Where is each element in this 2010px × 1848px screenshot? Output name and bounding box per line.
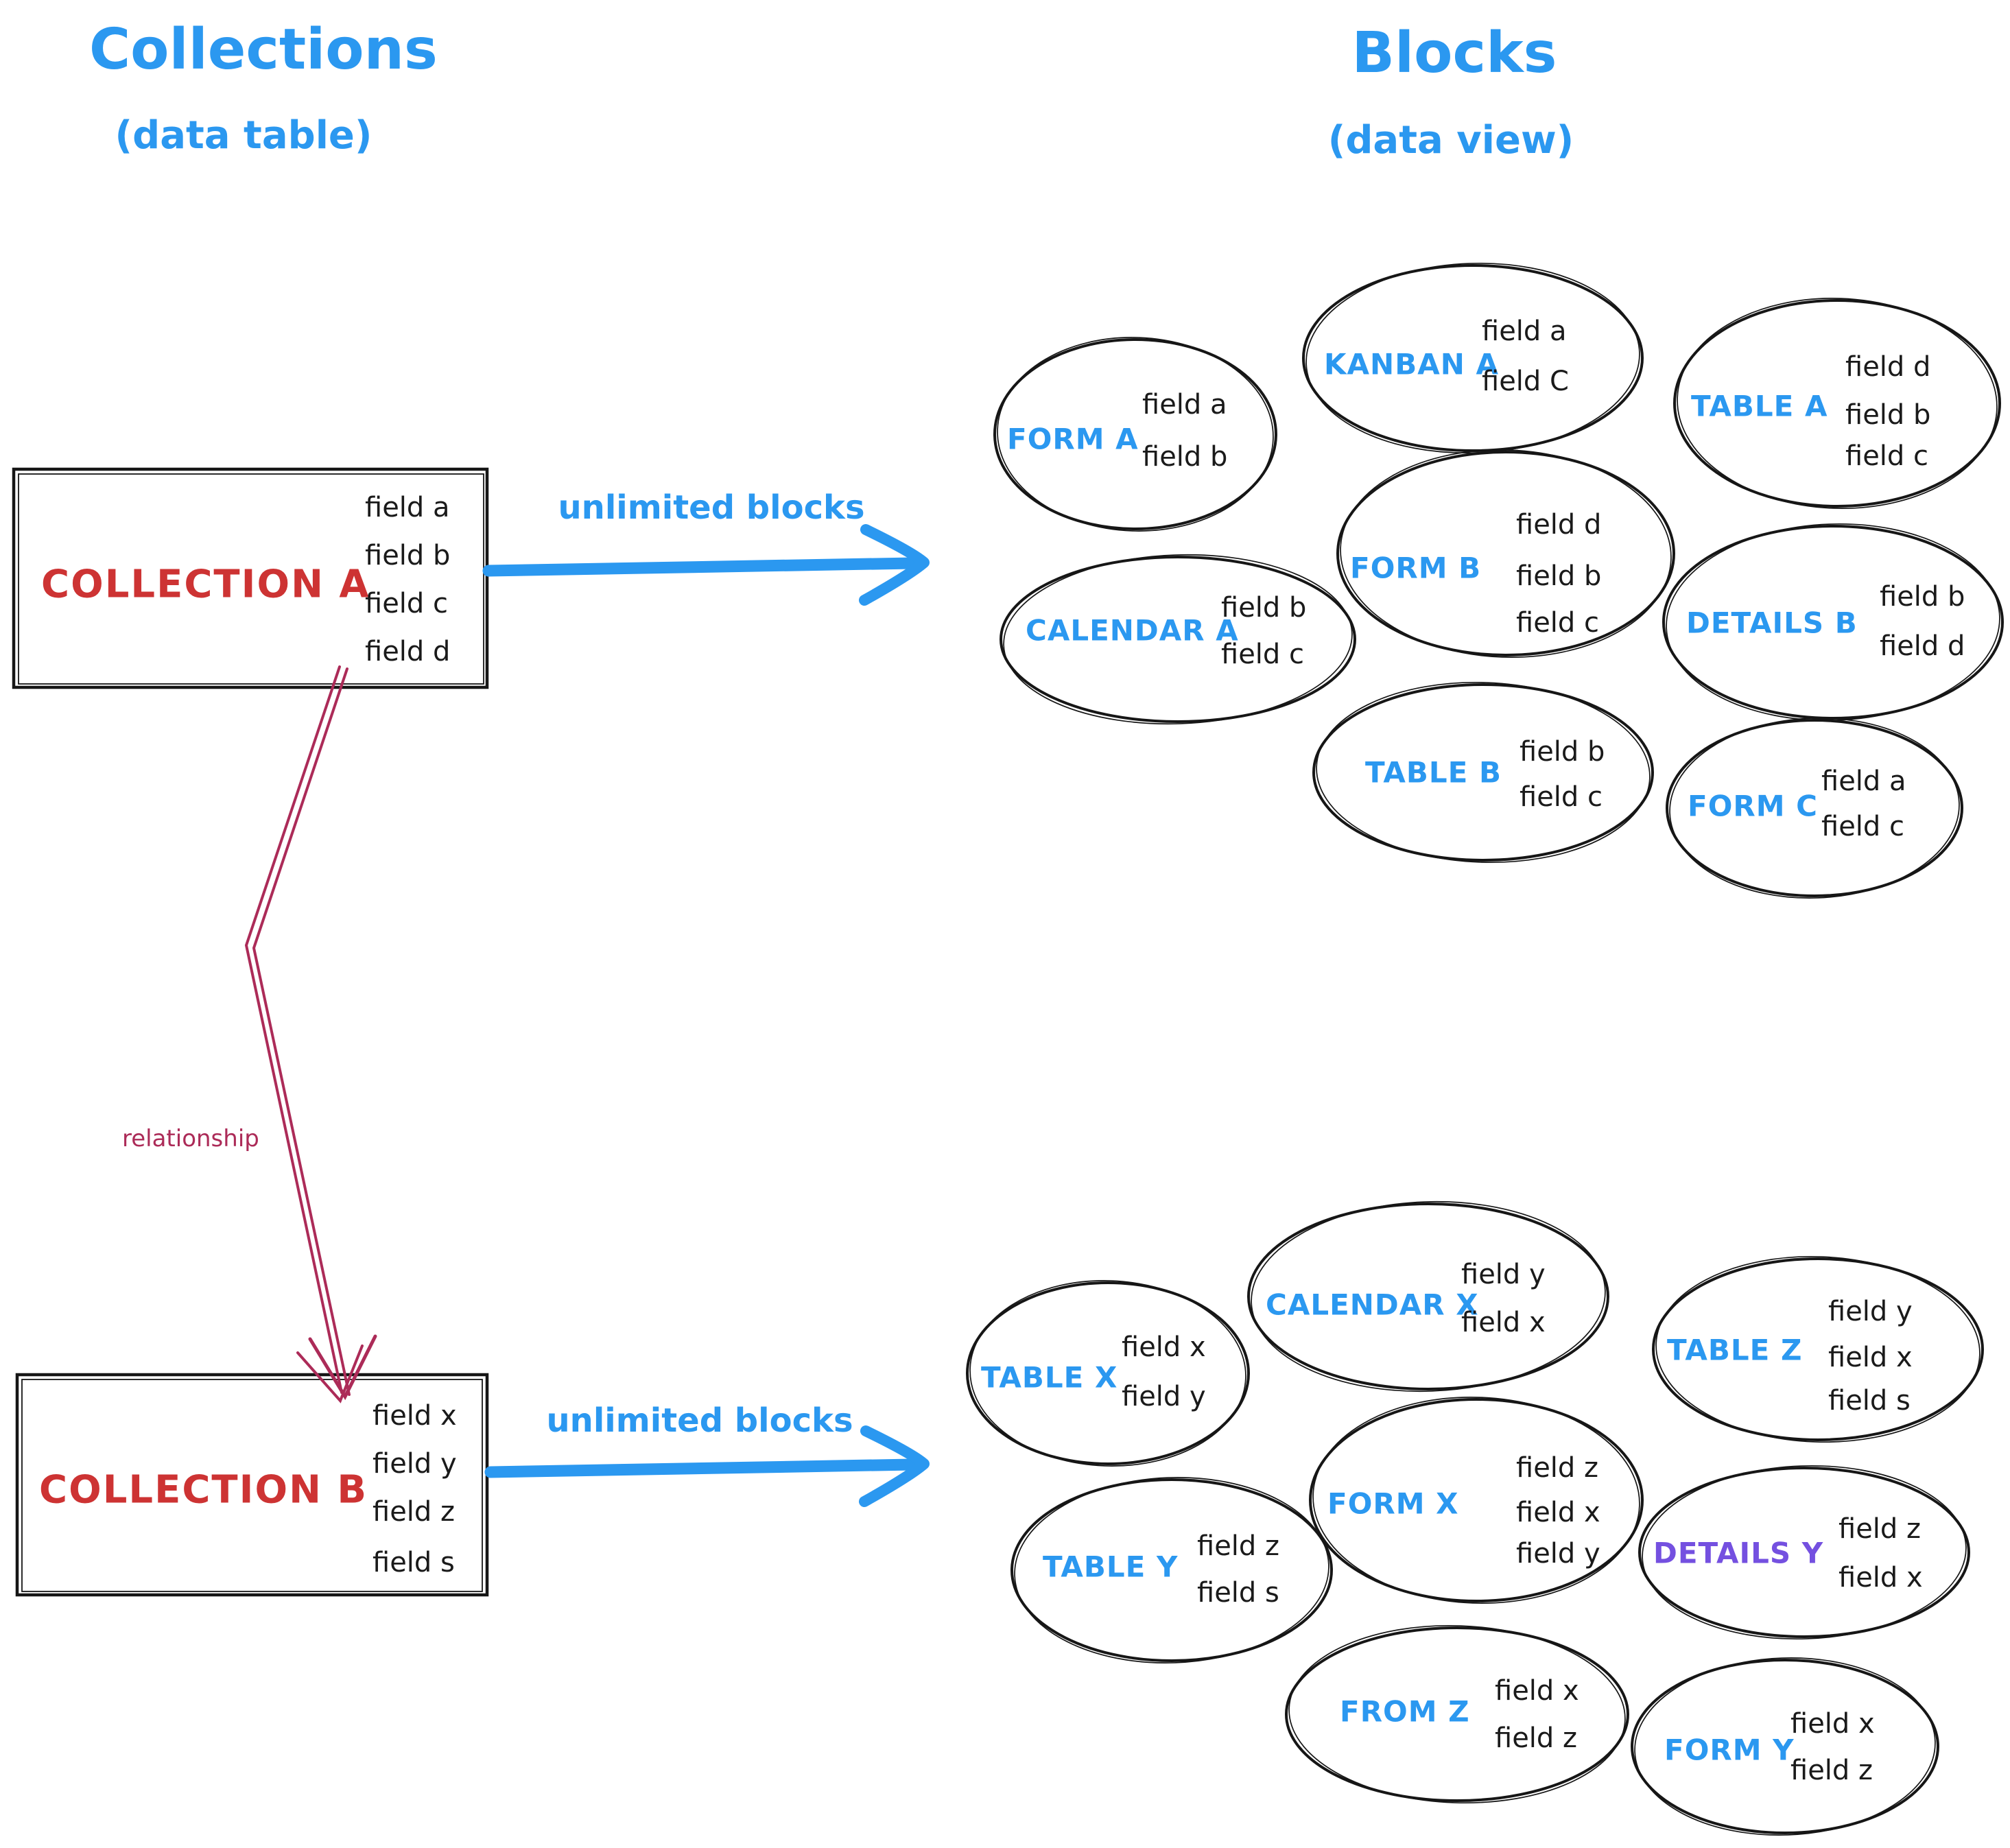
block-field: field c bbox=[1845, 440, 1929, 472]
block-field: field z bbox=[1790, 1755, 1873, 1786]
block-field: field y bbox=[1828, 1296, 1913, 1327]
block-label-form-a: FORM A bbox=[1007, 422, 1139, 456]
collection-a-field: field c bbox=[365, 588, 449, 619]
block-label-table-y: TABLE Y bbox=[1043, 1550, 1179, 1584]
block-field: field b bbox=[1221, 592, 1307, 624]
collection-b-field: field x bbox=[373, 1400, 457, 1432]
block-label-from-z: FROM Z bbox=[1340, 1694, 1470, 1729]
block-field: field b bbox=[1520, 736, 1605, 768]
block-ellipses-b bbox=[966, 1200, 1984, 1836]
block-field: field z bbox=[1495, 1722, 1578, 1754]
collection-a-box bbox=[12, 467, 489, 689]
block-label-table-b: TABLE B bbox=[1365, 755, 1502, 790]
block-label-details-y: DETAILS Y bbox=[1653, 1536, 1824, 1570]
collection-b-name: COLLECTION B bbox=[39, 1467, 368, 1513]
block-label-calendar-x: CALENDAR X bbox=[1266, 1288, 1479, 1322]
block-field: field a bbox=[1142, 389, 1227, 420]
collection-b-box bbox=[15, 1373, 489, 1597]
block-field: field y bbox=[1122, 1381, 1206, 1412]
collection-a-field: field a bbox=[365, 492, 450, 523]
collections-subtitle: (data table) bbox=[115, 113, 373, 158]
relationship-arrow bbox=[244, 665, 377, 1403]
block-field: field x bbox=[1516, 1497, 1600, 1528]
block-ellipses-a bbox=[993, 262, 2004, 899]
block-label-kanban-a: KANBAN A bbox=[1324, 347, 1499, 381]
block-label-table-z: TABLE Z bbox=[1667, 1333, 1803, 1367]
block-field: field b bbox=[1880, 581, 1965, 613]
collection-a-name: COLLECTION A bbox=[41, 562, 370, 607]
block-field: field c bbox=[1821, 811, 1905, 842]
block-field: field y bbox=[1516, 1538, 1600, 1569]
block-field: field b bbox=[1845, 399, 1931, 431]
block-field: field z bbox=[1516, 1452, 1599, 1484]
block-field: field x bbox=[1495, 1675, 1579, 1707]
blocks-subtitle: (data view) bbox=[1327, 118, 1574, 163]
relationship-label: relationship bbox=[122, 1125, 259, 1152]
block-field: field d bbox=[1845, 351, 1931, 383]
block-label-table-a: TABLE A bbox=[1691, 389, 1828, 423]
unlimited-blocks-label-a: unlimited blocks bbox=[558, 488, 865, 527]
block-field: field s bbox=[1197, 1577, 1279, 1609]
block-label-form-x: FORM X bbox=[1327, 1486, 1459, 1521]
block-field: field a bbox=[1821, 766, 1906, 797]
block-label-form-b: FORM B bbox=[1350, 551, 1482, 585]
collection-a-field: field d bbox=[365, 636, 451, 667]
block-field: field b bbox=[1516, 560, 1602, 592]
block-field: field C bbox=[1482, 366, 1569, 397]
collection-a-field: field b bbox=[365, 540, 451, 571]
block-field: field x bbox=[1122, 1331, 1206, 1363]
block-field: field d bbox=[1880, 630, 1965, 662]
block-label-table-x: TABLE X bbox=[981, 1360, 1118, 1395]
block-field: field z bbox=[1197, 1530, 1280, 1562]
block-field: field x bbox=[1461, 1307, 1546, 1338]
blocks-title: Blocks bbox=[1351, 21, 1557, 86]
block-field: field c bbox=[1520, 781, 1603, 813]
block-field: field x bbox=[1790, 1708, 1875, 1740]
block-label-form-c: FORM C bbox=[1688, 789, 1818, 823]
block-field: field c bbox=[1516, 607, 1600, 639]
unlimited-blocks-arrow-a bbox=[482, 524, 930, 606]
block-field: field x bbox=[1838, 1562, 1923, 1594]
block-field: field c bbox=[1221, 639, 1305, 670]
block-label-details-b: DETAILS B bbox=[1686, 606, 1858, 640]
block-field: field y bbox=[1461, 1259, 1546, 1290]
collection-b-field: field s bbox=[373, 1547, 455, 1578]
block-field: field s bbox=[1828, 1385, 1911, 1417]
block-field: field x bbox=[1828, 1342, 1913, 1373]
collections-title: Collections bbox=[89, 17, 438, 82]
block-field: field a bbox=[1482, 316, 1567, 347]
block-field: field b bbox=[1142, 441, 1228, 473]
unlimited-blocks-arrow-b bbox=[484, 1425, 930, 1507]
collection-b-field: field z bbox=[373, 1496, 456, 1528]
unlimited-blocks-label-b: unlimited blocks bbox=[546, 1401, 853, 1440]
collection-b-field: field y bbox=[373, 1448, 457, 1480]
block-label-calendar-a: CALENDAR A bbox=[1026, 613, 1239, 648]
block-field: field d bbox=[1516, 509, 1602, 541]
block-field: field z bbox=[1838, 1513, 1922, 1545]
block-label-form-y: FORM Y bbox=[1664, 1733, 1795, 1767]
